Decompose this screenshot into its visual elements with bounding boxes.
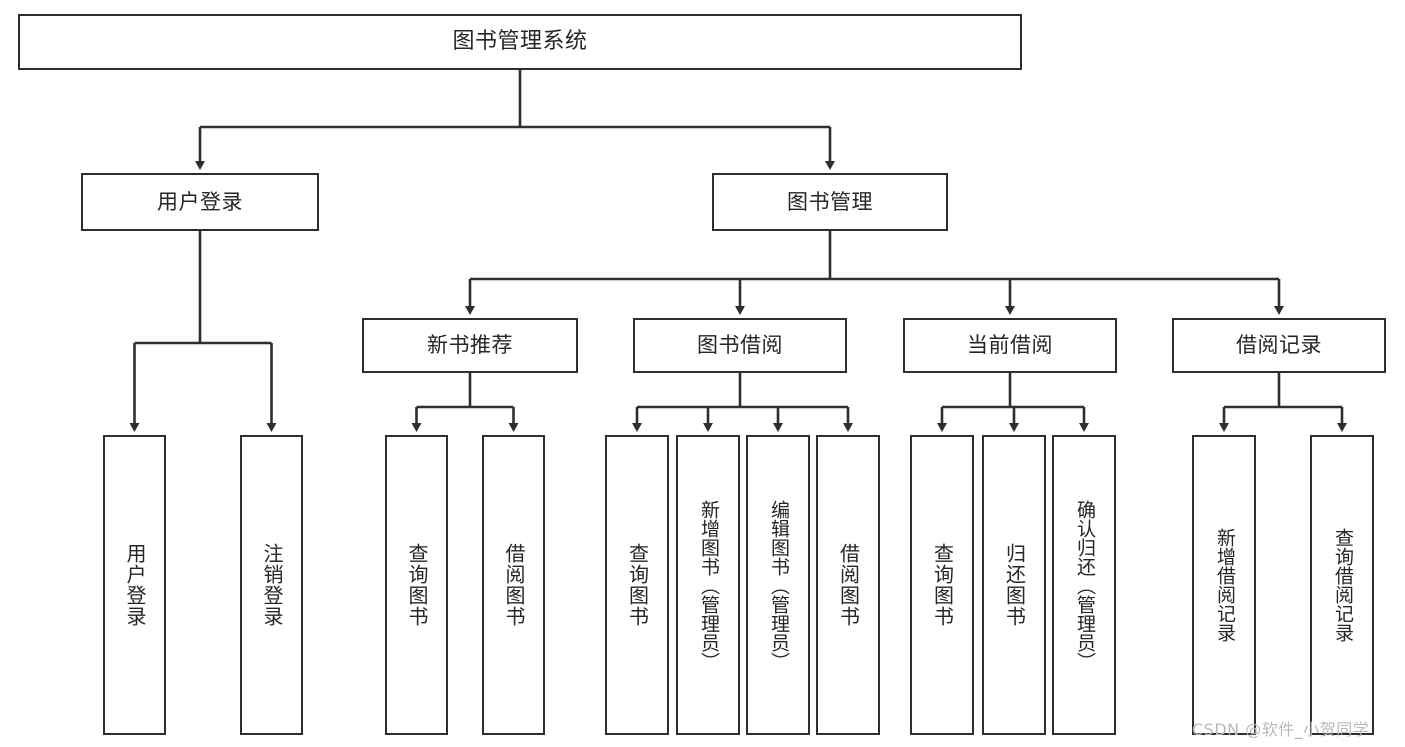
node-label: 查询图书 — [405, 543, 429, 627]
csdn-watermark: CSDN @软件_小贺同学 — [1192, 720, 1370, 739]
node-label: 归还图书 — [1002, 543, 1027, 627]
node-leaf-confirm-ret[interactable]: 确认归还（管理员） — [1052, 435, 1116, 735]
node-label: 查询图书 — [930, 543, 955, 627]
node-label: 图书借阅 — [697, 333, 783, 358]
node-leaf-borrow-book-1[interactable]: 借阅图书 — [482, 435, 545, 735]
node-leaf-return-book[interactable]: 归还图书 — [982, 435, 1046, 735]
node-leaf-query-book-1[interactable]: 查询图书 — [385, 435, 448, 735]
node-label: 注销登录 — [260, 543, 284, 627]
node-book-borrow[interactable]: 图书借阅 — [633, 318, 847, 373]
node-label: 图书管理 — [787, 189, 873, 214]
node-root[interactable]: 图书管理系统 — [18, 14, 1022, 70]
node-leaf-query-record[interactable]: 查询借阅记录 — [1310, 435, 1374, 735]
node-label: 用户登录 — [157, 189, 243, 214]
node-label: 借阅记录 — [1236, 333, 1322, 358]
node-label: 借阅图书 — [836, 543, 861, 627]
node-label: 新书推荐 — [427, 333, 513, 358]
node-leaf-logout[interactable]: 注销登录 — [240, 435, 303, 735]
node-leaf-add-book[interactable]: 新增图书（管理员） — [676, 435, 740, 735]
node-leaf-borrow-book-2[interactable]: 借阅图书 — [816, 435, 880, 735]
node-current-borrow[interactable]: 当前借阅 — [903, 318, 1117, 373]
node-label: 确认归还（管理员） — [1073, 499, 1096, 671]
node-label: 编辑图书（管理员） — [767, 499, 790, 671]
node-label: 借阅图书 — [502, 543, 526, 627]
node-leaf-add-record[interactable]: 新增借阅记录 — [1192, 435, 1256, 735]
node-leaf-user-login[interactable]: 用户登录 — [103, 435, 166, 735]
node-new-book-rec[interactable]: 新书推荐 — [362, 318, 578, 373]
node-label: 新增借阅记录 — [1213, 528, 1236, 642]
node-leaf-query-book-2[interactable]: 查询图书 — [605, 435, 669, 735]
node-borrow-record[interactable]: 借阅记录 — [1172, 318, 1386, 373]
node-label: 用户登录 — [123, 543, 147, 627]
node-book-mgmt[interactable]: 图书管理 — [712, 173, 948, 231]
node-label: 当前借阅 — [967, 333, 1053, 358]
node-leaf-edit-book[interactable]: 编辑图书（管理员） — [746, 435, 810, 735]
node-user-login[interactable]: 用户登录 — [81, 173, 319, 231]
node-leaf-query-book-3[interactable]: 查询图书 — [910, 435, 974, 735]
node-label: 新增图书（管理员） — [697, 499, 720, 671]
node-label: 查询图书 — [625, 543, 650, 627]
node-label: 查询借阅记录 — [1331, 528, 1354, 642]
node-label: 图书管理系统 — [452, 29, 588, 55]
